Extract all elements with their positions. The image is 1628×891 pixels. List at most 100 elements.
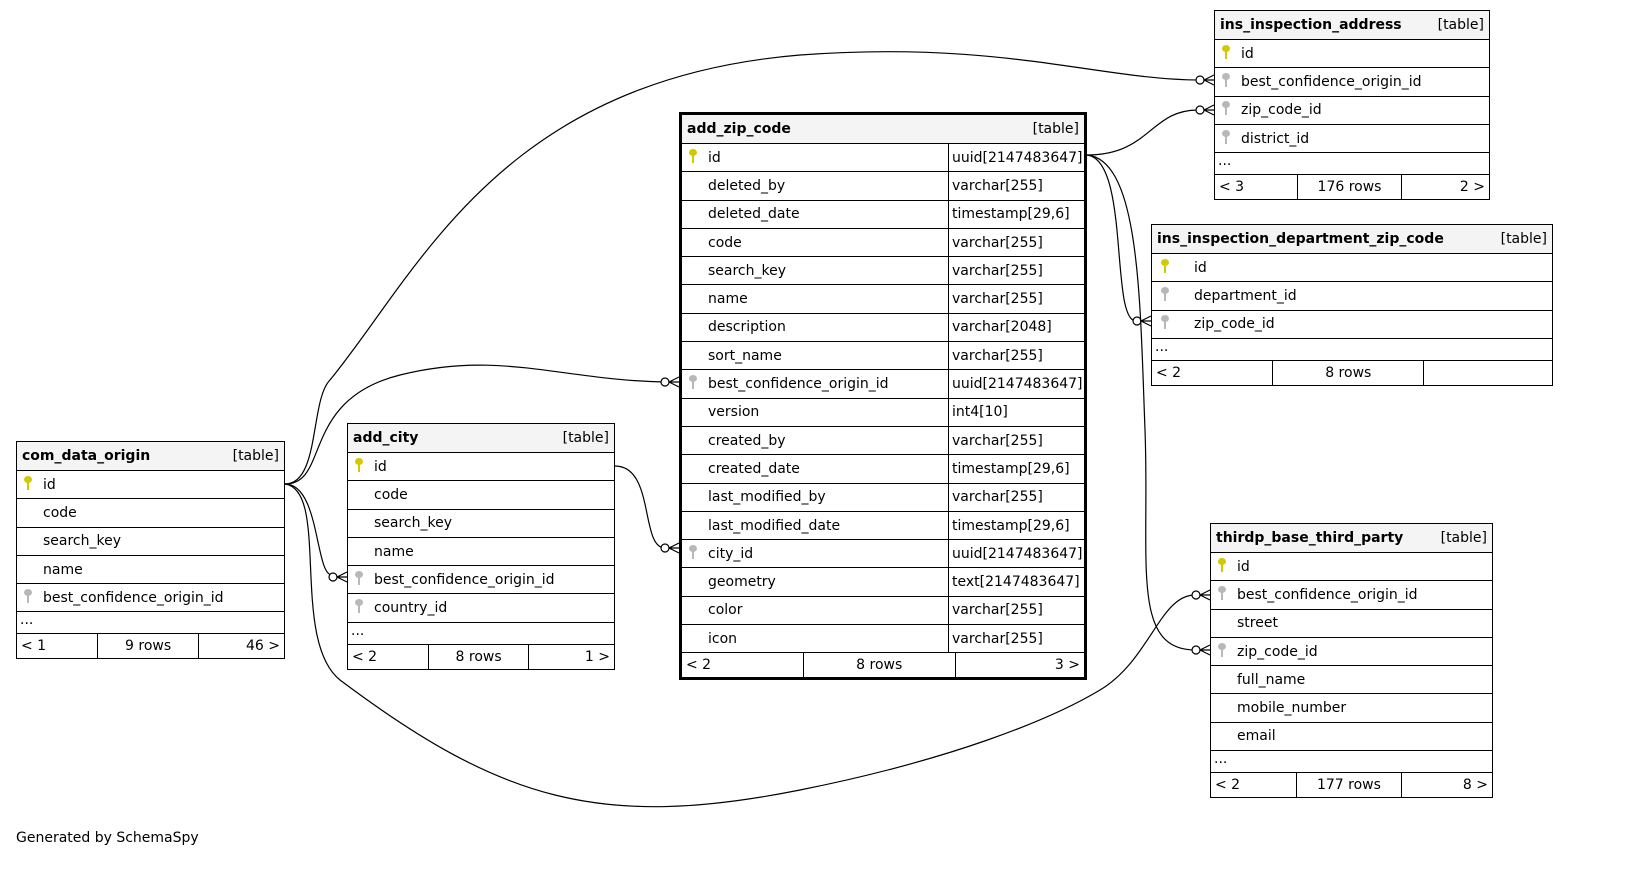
parents-count[interactable]: < 2 bbox=[352, 648, 378, 665]
table-ins-inspection-department-zip-code[interactable]: ins_inspection_department_zip_code[table… bbox=[1151, 224, 1553, 386]
column-row[interactable]: id bbox=[1215, 40, 1489, 69]
column-type: uuid[2147483647] bbox=[948, 540, 1084, 568]
primary-key-icon bbox=[1218, 557, 1226, 572]
column-row[interactable]: id bbox=[348, 453, 614, 482]
column-row[interactable]: code bbox=[17, 499, 284, 528]
column-name: deleted_date bbox=[708, 206, 800, 223]
children-count[interactable]: 1 > bbox=[584, 648, 610, 665]
column-type: text[2147483647] bbox=[948, 568, 1084, 596]
column-row[interactable]: zip_code_id bbox=[1215, 97, 1489, 125]
more-columns: ... bbox=[1152, 339, 1552, 361]
column-type: varchar[255] bbox=[948, 172, 1084, 200]
children-count[interactable]: 2 > bbox=[1459, 179, 1485, 196]
foreign-key-icon bbox=[24, 588, 32, 603]
parents-count[interactable]: < 2 bbox=[1156, 364, 1182, 381]
foreign-key-icon bbox=[1222, 72, 1230, 87]
zero-marker bbox=[1191, 645, 1201, 655]
column-row[interactable]: zip_code_id bbox=[1152, 311, 1552, 339]
column-row[interactable]: email bbox=[1211, 723, 1492, 752]
column-row[interactable]: zip_code_id bbox=[1211, 638, 1492, 667]
column-row[interactable]: mobile_number bbox=[1211, 694, 1492, 723]
table-kind: [table] bbox=[562, 430, 609, 446]
column-row[interactable]: name bbox=[17, 556, 284, 585]
crows-foot-marker bbox=[1199, 644, 1211, 656]
column-name: created_date bbox=[708, 460, 800, 477]
parents-count[interactable]: < 3 bbox=[1219, 179, 1245, 196]
column-type: int4[10] bbox=[948, 398, 1084, 426]
parents-count[interactable]: < 2 bbox=[1215, 777, 1241, 794]
column-row[interactable]: best_confidence_origin_id bbox=[1211, 581, 1492, 610]
zero-marker bbox=[1191, 590, 1201, 600]
primary-key-icon bbox=[689, 148, 697, 163]
parents-count[interactable]: < 1 bbox=[21, 638, 47, 655]
foreign-key-icon bbox=[355, 570, 363, 585]
column-row[interactable]: id bbox=[17, 471, 284, 500]
children-count[interactable]: 46 > bbox=[246, 638, 280, 655]
column-row[interactable]: best_confidence_origin_id bbox=[348, 566, 614, 595]
column-name: name bbox=[708, 291, 748, 308]
column-row[interactable]: name bbox=[348, 538, 614, 567]
column-row[interactable]: color varchar[255] bbox=[682, 596, 1084, 626]
column-row[interactable]: district_id bbox=[1215, 125, 1489, 154]
column-row[interactable]: code bbox=[348, 481, 614, 510]
crows-foot-marker bbox=[1203, 74, 1215, 86]
crows-foot-marker bbox=[1203, 104, 1215, 116]
relationship-line bbox=[614, 465, 666, 549]
column-row[interactable]: id bbox=[1211, 553, 1492, 582]
column-row[interactable]: full_name bbox=[1211, 666, 1492, 695]
column-row[interactable]: search_key bbox=[348, 510, 614, 538]
primary-key-icon bbox=[24, 475, 32, 490]
crows-foot-marker bbox=[668, 542, 680, 554]
column-row[interactable]: country_id bbox=[348, 594, 614, 623]
zero-marker bbox=[1132, 316, 1142, 326]
crows-foot-marker bbox=[336, 571, 348, 583]
foreign-key-icon bbox=[355, 599, 363, 614]
row-count: 8 rows bbox=[428, 644, 530, 669]
foreign-key-icon bbox=[1218, 642, 1226, 657]
column-name: id bbox=[1237, 558, 1250, 575]
relationship-line bbox=[284, 483, 333, 576]
children-count[interactable]: 8 > bbox=[1462, 777, 1488, 794]
column-name: best_confidence_origin_id bbox=[708, 376, 889, 393]
column-type: varchar[255] bbox=[948, 596, 1084, 625]
table-name: ins_inspection_department_zip_code bbox=[1157, 231, 1444, 247]
column-row[interactable]: best_confidence_origin_id bbox=[17, 584, 284, 613]
column-row[interactable]: department_id bbox=[1152, 282, 1552, 311]
zero-marker bbox=[1195, 105, 1205, 115]
column-row[interactable]: id bbox=[1152, 254, 1552, 283]
table-kind: [table] bbox=[232, 448, 279, 464]
column-row[interactable]: street bbox=[1211, 610, 1492, 638]
children-count[interactable] bbox=[1424, 361, 1552, 385]
zero-marker bbox=[660, 543, 670, 553]
parents-count[interactable]: < 2 bbox=[686, 657, 712, 674]
children-count[interactable]: 3 > bbox=[1054, 657, 1080, 674]
column-name: country_id bbox=[374, 600, 448, 617]
column-name: last_modified_by bbox=[708, 489, 826, 506]
column-name: color bbox=[708, 602, 743, 619]
column-row[interactable]: best_confidence_origin_id bbox=[1215, 68, 1489, 97]
table-header: add_zip_code[table] bbox=[682, 115, 1084, 144]
column-row[interactable]: search_key bbox=[17, 528, 284, 556]
